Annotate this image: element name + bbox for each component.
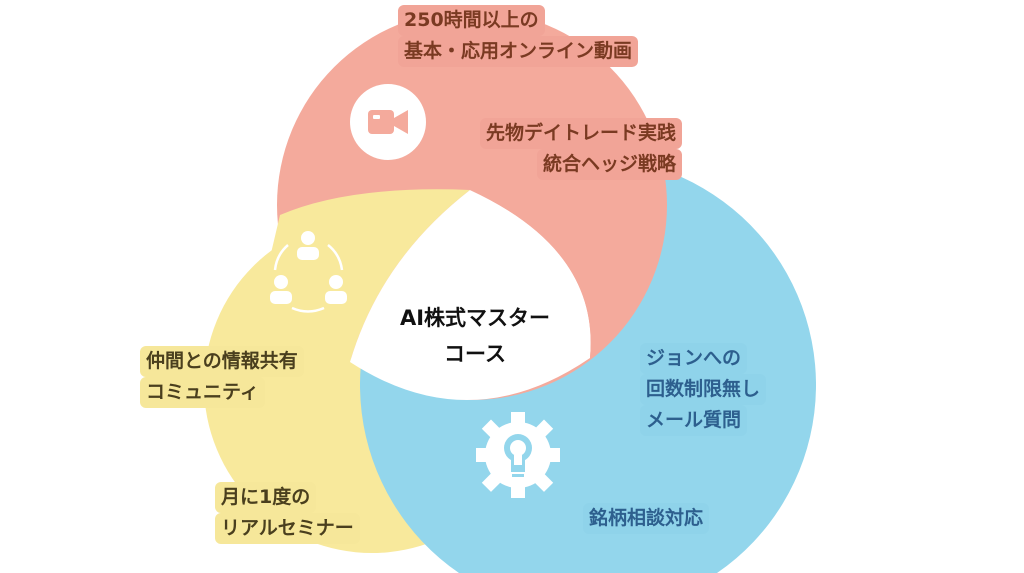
diagram-title: AI株式マスター コース: [370, 300, 580, 372]
label-line: 先物デイトレード実践: [480, 118, 683, 149]
gear-lightbulb-icon: [476, 412, 560, 498]
blue-label-consult: 銘柄相談対応: [583, 503, 710, 534]
label-line: 250時間以上の: [398, 5, 545, 36]
label-line: リアルセミナー: [215, 513, 360, 544]
yellow-label-community: 仲間との情報共有 コミュニティ: [140, 346, 304, 408]
title-line-1: AI株式マスター: [399, 306, 551, 330]
red-label-videos: 250時間以上の 基本・応用オンライン動画: [398, 5, 639, 67]
label-line: 仲間との情報共有: [140, 346, 304, 377]
title-line-2: コース: [444, 342, 506, 366]
label-line: 回数制限無し: [640, 374, 767, 405]
label-line: 銘柄相談対応: [583, 503, 710, 534]
label-line: ジョンへの: [640, 343, 748, 374]
community-people-icon: [270, 231, 347, 313]
label-line: メール質問: [640, 405, 748, 436]
center-white: [350, 190, 591, 401]
video-camera-icon: [350, 84, 426, 160]
label-line: 統合ヘッジ戦略: [537, 149, 683, 180]
red-inner-wedge: [470, 187, 665, 358]
yellow-label-seminar: 月に1度の リアルセミナー: [215, 482, 360, 544]
label-line: 月に1度の: [215, 482, 317, 513]
label-line: コミュニティ: [140, 377, 265, 408]
red-label-futures: 先物デイトレード実践 統合ヘッジ戦略: [480, 118, 683, 180]
label-line: 基本・応用オンライン動画: [398, 36, 639, 67]
yellow-upper-overlap: [260, 189, 470, 362]
blue-label-email: ジョンへの 回数制限無し メール質問: [640, 343, 767, 436]
